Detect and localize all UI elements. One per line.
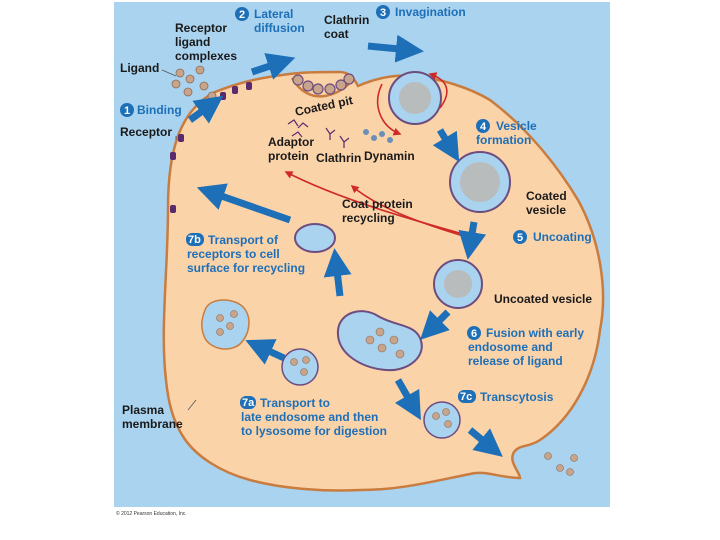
dynamin-dots (363, 129, 393, 143)
label-coated-vesicle-1: Coated (526, 189, 567, 203)
transcytosis-vesicle (423, 401, 461, 439)
uncoated-vesicle-shape (433, 259, 483, 309)
step-7b-badge (186, 233, 204, 246)
step-5-badge (513, 230, 527, 244)
step-6-line-1: Fusion with early (486, 326, 584, 340)
label-adaptor-2: protein (268, 149, 309, 163)
step-2: 2 Lateral diffusion (235, 7, 305, 35)
step-7b-line-1: Transport of (208, 233, 279, 247)
label-coat-recycling-1: Coat protein (342, 197, 413, 211)
step-3-line-1: Invagination (395, 5, 466, 19)
step-3-badge (376, 5, 390, 19)
label-ligand: Ligand (120, 61, 159, 75)
coated-vesicle (449, 151, 511, 213)
step-6-line-3: release of ligand (468, 354, 563, 368)
step-5-line-1: Uncoating (533, 230, 592, 244)
label-clathrin-coat-2: coat (324, 27, 349, 41)
step-7c: 7c Transcytosis (458, 390, 554, 404)
label-plasma-2: membrane (122, 417, 183, 431)
label-coated-vesicle-2: vesicle (526, 203, 566, 217)
label-coat-recycling-2: recycling (342, 211, 395, 225)
process-arrows (187, 34, 503, 457)
recycling-vesicle (294, 223, 336, 253)
label-dynamin: Dynamin (364, 149, 415, 163)
late-endosome-vesicle (281, 348, 319, 386)
step-7a: 7a Transport to late endosome and then t… (240, 396, 387, 438)
step-7c-line-1: Transcytosis (480, 390, 554, 404)
lysosome (201, 299, 250, 350)
step-7b-number: 7b (188, 234, 201, 246)
step-6: 6 Fusion with early endosome and release… (467, 326, 584, 368)
internal-ligands (216, 310, 578, 476)
step-4-number: 4 (480, 121, 487, 133)
label-clathrin: Clathrin (316, 151, 361, 165)
coat-recycling-arrows (284, 72, 471, 239)
clathrin-icons (325, 127, 350, 148)
step-7a-badge (240, 396, 256, 409)
step-7c-badge (458, 390, 476, 403)
step-6-badge (467, 326, 481, 340)
label-receptor-ligand-2: ligand (175, 35, 210, 49)
step-7b: 7b Transport of receptors to cell surfac… (186, 233, 305, 275)
step-7a-line-1: Transport to (260, 396, 330, 410)
step-5-number: 5 (517, 232, 523, 244)
step-7b-line-2: receptors to cell (187, 247, 280, 261)
step-7a-number: 7a (242, 397, 255, 409)
step-7c-number: 7c (460, 391, 472, 403)
coated-pit-shape (290, 77, 355, 98)
label-receptor-ligand-3: complexes (175, 49, 237, 63)
coated-pit-clathrin (292, 73, 355, 95)
label-receptor-ligand-1: Receptor (175, 21, 227, 35)
label-adaptor-1: Adaptor (268, 135, 314, 149)
step-2-number: 2 (239, 9, 245, 21)
step-6-number: 6 (471, 328, 477, 340)
step-3-number: 3 (380, 7, 386, 19)
step-2-badge (235, 7, 249, 21)
step-1: 1 Binding (120, 103, 182, 117)
label-receptor: Receptor (120, 125, 172, 139)
step-1-line-1: Binding (137, 103, 182, 117)
label-plasma-1: Plasma (122, 403, 164, 417)
step-4-line-1: Vesicle (496, 119, 537, 133)
step-5: 5 Uncoating (513, 230, 592, 244)
leader-lines (161, 69, 197, 411)
step-1-number: 1 (124, 105, 130, 117)
step-3: 3 Invagination (376, 5, 466, 19)
label-clathrin-coat-1: Clathrin (324, 13, 369, 27)
step-7a-line-3: to lysosome for digestion (241, 424, 387, 438)
step-7a-line-2: late endosome and then (241, 410, 378, 424)
step-1-badge (120, 103, 134, 117)
step-4-badge (476, 119, 490, 133)
step-2-line-1: Lateral (254, 7, 293, 21)
step-7b-line-3: surface for recycling (187, 261, 305, 275)
invaginating-vesicle (388, 71, 442, 125)
step-6-line-2: endosome and (468, 340, 553, 354)
step-4-line-2: formation (476, 133, 531, 147)
copyright-text: © 2012 Pearson Education, Inc. (116, 510, 187, 517)
adaptor-protein-icons (287, 119, 309, 138)
step-4: 4 Vesicle formation (476, 119, 537, 147)
label-uncoated-vesicle: Uncoated vesicle (494, 292, 592, 306)
step-2-line-2: diffusion (254, 21, 305, 35)
